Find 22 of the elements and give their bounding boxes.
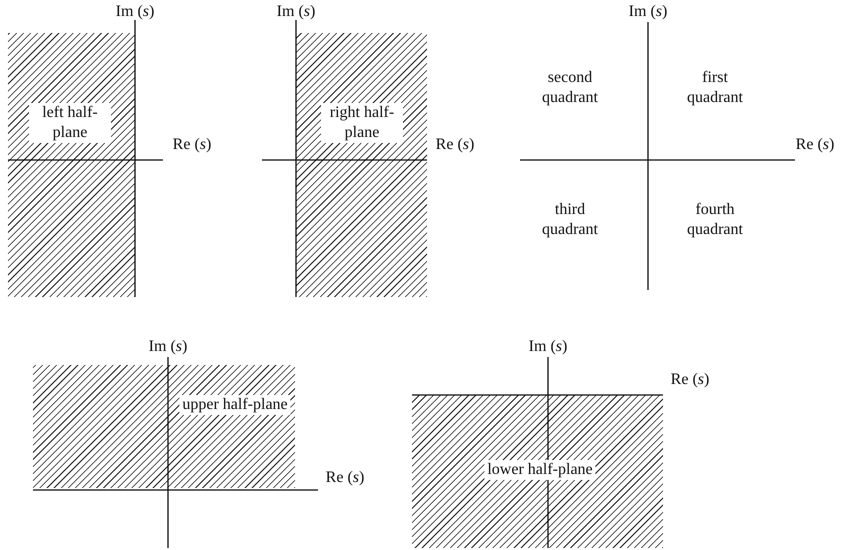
axis-label: Re (s)	[172, 135, 212, 155]
region-label: third quadrant	[541, 200, 599, 240]
hatched-region	[8, 33, 135, 297]
region-label: right half-plane	[321, 103, 403, 143]
region-label: lower half-plane	[484, 460, 596, 480]
axis-label: Im (s)	[116, 2, 154, 22]
axis-label: Im (s)	[628, 2, 668, 22]
hatched-region	[296, 33, 427, 297]
axis-label: Re (s)	[796, 135, 834, 155]
region-label: left half-plane	[29, 103, 111, 143]
hatched-region	[33, 365, 295, 488]
hatched-region	[412, 395, 663, 548]
axis-label: Im (s)	[276, 2, 316, 22]
axis-label: Re (s)	[436, 135, 474, 155]
axis-label: Im (s)	[528, 337, 568, 357]
axis-label: Re (s)	[326, 468, 364, 488]
region-label: second quadrant	[541, 68, 599, 108]
region-label: upper half-plane	[179, 395, 291, 415]
axis-label: Re (s)	[670, 370, 710, 390]
region-label: fourth quadrant	[686, 200, 744, 240]
axis-label: Im (s)	[148, 337, 188, 357]
region-label: first quadrant	[686, 68, 744, 108]
